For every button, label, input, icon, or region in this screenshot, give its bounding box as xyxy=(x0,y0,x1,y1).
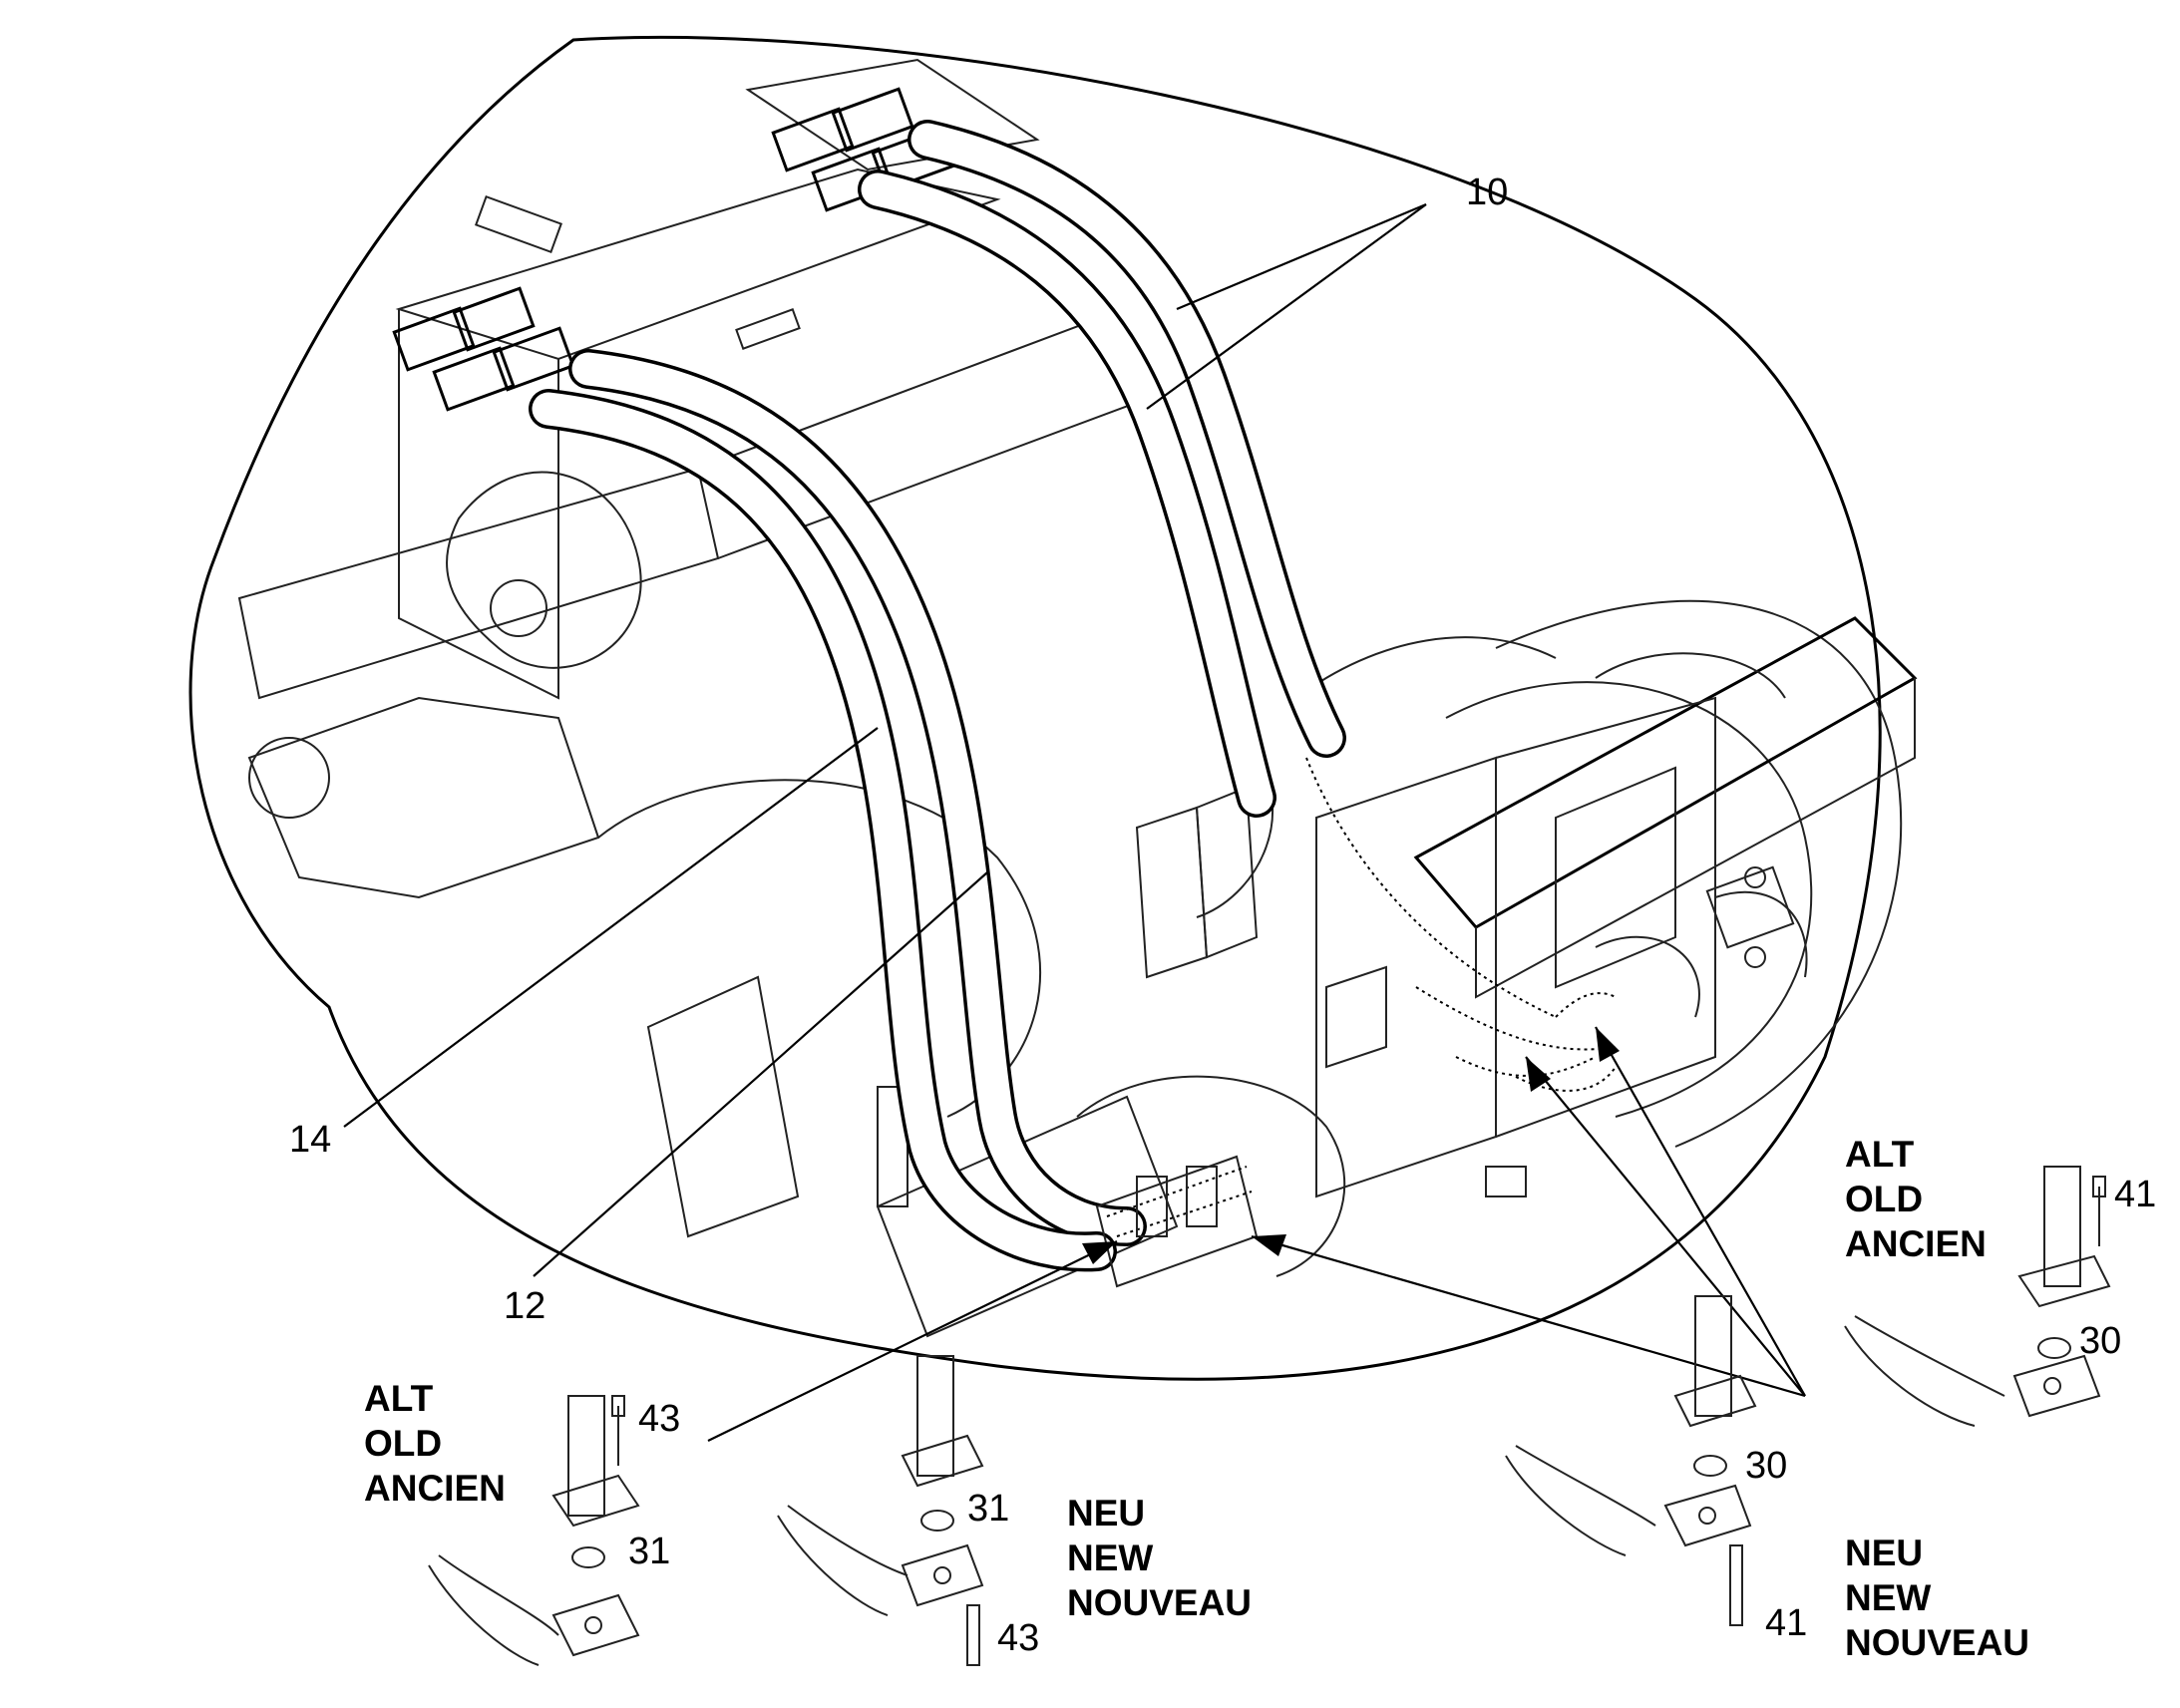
detail-old-left xyxy=(428,1395,640,1666)
callout-10: 10 xyxy=(1466,171,1508,213)
detail-new-right xyxy=(1505,1295,1757,1626)
callout-31-new: 31 xyxy=(967,1488,1009,1530)
variant-new-right-fr: NOUVEAU xyxy=(1845,1622,2029,1663)
detail-old-right xyxy=(1844,1166,2111,1427)
hose-12-14-pair xyxy=(529,349,1147,1272)
arrow-head xyxy=(1252,1234,1286,1256)
hose-fittings-top xyxy=(392,87,954,412)
callout-41-old: 41 xyxy=(2114,1174,2156,1215)
arrow-head xyxy=(1596,1027,1620,1062)
arrow-head xyxy=(1526,1057,1551,1092)
machine-frame-view xyxy=(188,35,1903,1381)
arrow-head xyxy=(1082,1241,1117,1264)
variant-old-left-de: ALT xyxy=(364,1378,434,1419)
callout-30-old: 30 xyxy=(2079,1320,2121,1362)
variant-old-right-de: ALT xyxy=(1845,1134,1915,1175)
callout-30-new: 30 xyxy=(1745,1445,1787,1487)
callout-12: 12 xyxy=(504,1285,545,1327)
callout-labels: 10 14 12 43 31 31 43 30 41 30 41 xyxy=(289,171,2156,1659)
callout-14: 14 xyxy=(289,1119,331,1161)
variant-new-left-de: NEU xyxy=(1067,1493,1145,1534)
callout-43-new: 43 xyxy=(997,1617,1039,1659)
callout-41-new: 41 xyxy=(1765,1602,1807,1644)
variant-old-left-en: OLD xyxy=(364,1423,442,1464)
hose-10-pair xyxy=(858,120,1346,818)
variant-old-right-en: OLD xyxy=(1845,1179,1923,1219)
variant-new-left-en: NEW xyxy=(1067,1537,1153,1578)
variant-old-right-fr: ANCIEN xyxy=(1845,1223,1987,1264)
callout-31-old: 31 xyxy=(628,1531,670,1572)
variant-new-right-de: NEU xyxy=(1845,1533,1923,1573)
variant-new-left-fr: NOUVEAU xyxy=(1067,1582,1252,1623)
control-valve-block xyxy=(1135,616,1918,1198)
detail-new-left xyxy=(777,1355,984,1666)
variant-labels: ALT OLD ANCIEN NEU NEW NOUVEAU ALT OLD A… xyxy=(364,1134,2029,1663)
callout-43-old: 43 xyxy=(638,1398,680,1440)
variant-new-right-en: NEW xyxy=(1845,1577,1931,1618)
variant-old-left-fr: ANCIEN xyxy=(364,1468,506,1509)
leader-lines xyxy=(343,202,1806,1442)
